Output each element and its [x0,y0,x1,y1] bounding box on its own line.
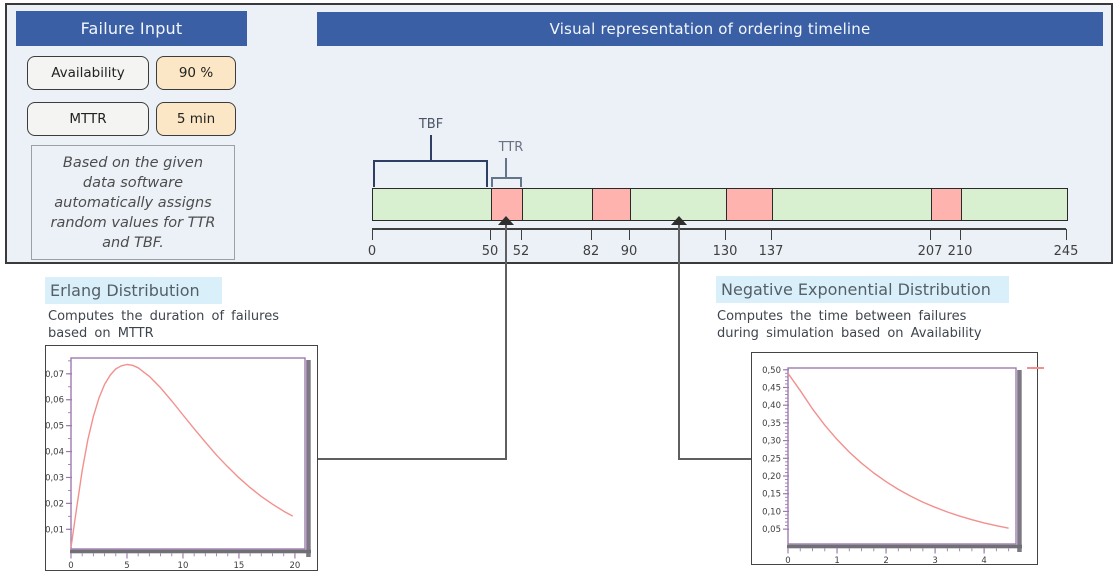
timeline-segment-operational [373,189,491,220]
axis-tick-label: 137 [758,244,784,259]
x-tick-label: 5 [124,561,129,571]
y-tick-label: 0,02 [46,499,64,509]
axis-tick [770,229,772,240]
timeline-segment-operational [961,189,1067,220]
axis-tick [724,229,726,240]
negexp-arrowhead-icon [671,216,687,225]
axis-tick-label: 245 [1053,244,1079,259]
negexp-chart-plot: 0,05 0,10 0,15 0,20 0,25 0,30 0,35 0,40 0,45 0,50… [762,366,1022,566]
axis-tick [1065,229,1067,240]
x-axis-bar [787,544,1022,549]
timeline-segment-operational [772,189,931,220]
ttr-bracket-stem [505,158,507,178]
y-tick-label: 0,50 [762,366,781,376]
y-tick-label: 0,06 [46,396,64,406]
erlang-section-title: Erlang Distribution [45,277,222,304]
timeline-segment-failure [592,189,630,220]
ttr-bracket [491,177,522,187]
negexp-section-title: Negative Exponential Distribution [716,276,1009,303]
timeline-axis-line [372,228,1066,230]
y-tick-label: 0,45 [762,383,781,393]
axis-tick-label: 130 [712,244,738,259]
y-tick-label: 0,05 [46,422,64,432]
tbf-bracket-stem [430,135,432,161]
y-tick-label: 0,07 [46,370,64,380]
axis-ticks [66,360,296,559]
x-tick-label: 1 [834,556,839,566]
erlang-connector-horizontal [318,458,507,460]
axis-tick [520,229,522,240]
plot-shadow-right [1017,370,1022,552]
tbf-label: TBF [418,117,444,132]
failure-input-header: Failure Input [16,11,247,46]
y-tick-label: 0,25 [762,454,781,464]
x-axis-bar [70,549,311,554]
axis-tick-label: 210 [947,244,973,259]
axis-tick-label: 52 [512,244,530,259]
axis-tick-label: 207 [917,244,943,259]
y-tick-label: 0,10 [762,507,781,517]
timeline-panel-header: Visual representation of ordering timeli… [317,12,1103,46]
curve-negexp-pdf [787,372,1009,529]
erlang-section-description: Computes the duration of failures based … [48,309,279,341]
plot-frame [787,367,1017,545]
axis-tick-label: 50 [481,244,499,259]
y-tick-label: 0,01 [46,525,64,535]
plot-shadow-right [306,360,311,557]
negexp-section-description: Computes the time between failures durin… [717,309,982,341]
axis-tick [371,229,373,240]
axis-tick [929,229,931,240]
timeline-bar [372,188,1068,221]
mttr-button[interactable]: MTTR [27,102,149,136]
timeline-segment-failure [491,189,522,220]
x-tick-label: 20 [290,561,301,571]
axis-tick [590,229,592,240]
axis-tick [489,229,491,240]
axis-tick [628,229,630,240]
x-tick-label: 3 [932,556,937,566]
erlang-arrowhead-icon [498,216,514,225]
y-tick-label: 0,03 [46,473,64,483]
x-tick-label: 4 [981,556,986,566]
y-tick-label: 0,20 [762,472,781,482]
y-tick-label: 0,15 [762,490,781,500]
negexp-curve-overflow-dash [1027,367,1044,369]
timeline-axis: 0 50 52 82 90 130 137 207 210 245 [368,228,1078,268]
ttr-label: TTR [498,140,524,155]
y-tick-label: 0,05 [762,525,781,535]
plot-frame [70,357,306,550]
x-tick-label: 0 [785,556,790,566]
negexp-connector-vertical [678,225,680,460]
axis-ticks [783,369,1010,554]
erlang-chart-plot: 0,01 0,02 0,03 0,04 0,05 0,06 0,07 0 5 10 15 20 [46,357,311,571]
availability-button[interactable]: Availability [27,56,149,90]
x-tick-label: 0 [68,561,73,571]
timeline-segment-failure [931,189,961,220]
y-tick-label: 0,30 [762,437,781,447]
x-tick-label: 2 [883,556,888,566]
axis-tick-label: 82 [582,244,600,259]
availability-value-field[interactable]: 90 % [156,56,236,90]
tbf-bracket [373,160,488,187]
axis-tick [959,229,961,240]
timeline-segment-operational [522,189,592,220]
auto-assign-note: Based on the given data software automat… [31,145,235,260]
mttr-value-field[interactable]: 5 min [156,102,236,136]
y-tick-label: 0,35 [762,419,781,429]
erlang-connector-vertical [505,225,507,460]
negexp-connector-horizontal [679,458,751,460]
negexp-chart: 0,05 0,10 0,15 0,20 0,25 0,30 0,35 0,40 0,45 0,50… [751,352,1038,566]
axis-tick-label: 0 [367,244,377,259]
timeline-segment-failure [726,189,772,220]
y-tick-label: 0,40 [762,401,781,411]
x-tick-label: 10 [178,561,189,571]
x-tick-label: 15 [234,561,245,571]
erlang-chart: 0,01 0,02 0,03 0,04 0,05 0,06 0,07 0 5 10 15 20 [45,345,318,571]
y-tick-label: 0,04 [46,448,64,458]
axis-tick-label: 90 [620,244,638,259]
ordering-timeline-panel: Failure Input Visual representation of o… [5,3,1113,264]
timeline-segment-operational [630,189,726,220]
curve-erlang-pdf [70,363,294,548]
